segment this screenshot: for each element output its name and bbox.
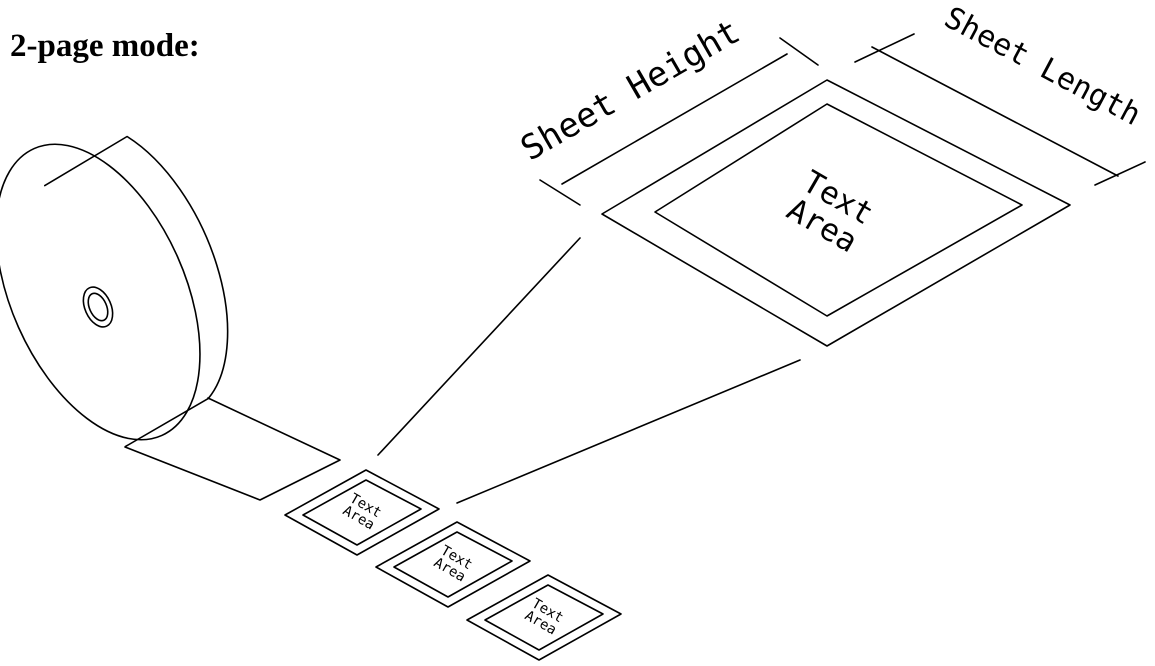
enlarged-sheet-outer: [601, 79, 1071, 347]
small-sheet-text-area: [393, 531, 513, 598]
roll-core-inner: [87, 292, 109, 322]
page-title: 2-page mode:: [10, 28, 200, 64]
paper-roll: [0, 135, 341, 501]
projection-line-right: [456, 359, 801, 504]
sheet-length-label: Sheet Length: [939, 0, 1147, 133]
roll-side: [44, 135, 229, 448]
small-sheet: Text Area: [375, 521, 531, 608]
sheet-height-dimension-line: [561, 53, 788, 185]
sheet-length-extension-2: [1094, 161, 1146, 186]
sheet-length-dimension: Sheet Length: [854, 0, 1147, 186]
small-sheet: Text Area: [466, 574, 622, 661]
small-sheet-text-area: [484, 584, 604, 651]
paper-strip: [124, 397, 341, 501]
roll-front-face: [0, 143, 201, 441]
small-sheet-outer: [466, 574, 622, 661]
sheet-length-dimension-line: [871, 46, 1119, 177]
small-sheet-text-area: [302, 479, 422, 546]
sheet-height-extension-1: [539, 179, 581, 206]
small-sheet-outer: [375, 521, 531, 608]
projection-line-left: [377, 237, 581, 456]
small-sheet: Text Area: [284, 469, 440, 556]
sheet-length-extension-1: [854, 33, 915, 63]
sheet-height-label: Sheet Height: [514, 12, 747, 169]
sheet-height-extension-2: [779, 37, 819, 66]
enlarged-sheet-text-area: [654, 103, 1023, 317]
roll-core-outer: [82, 286, 114, 328]
small-sheet-outer: [284, 469, 440, 556]
